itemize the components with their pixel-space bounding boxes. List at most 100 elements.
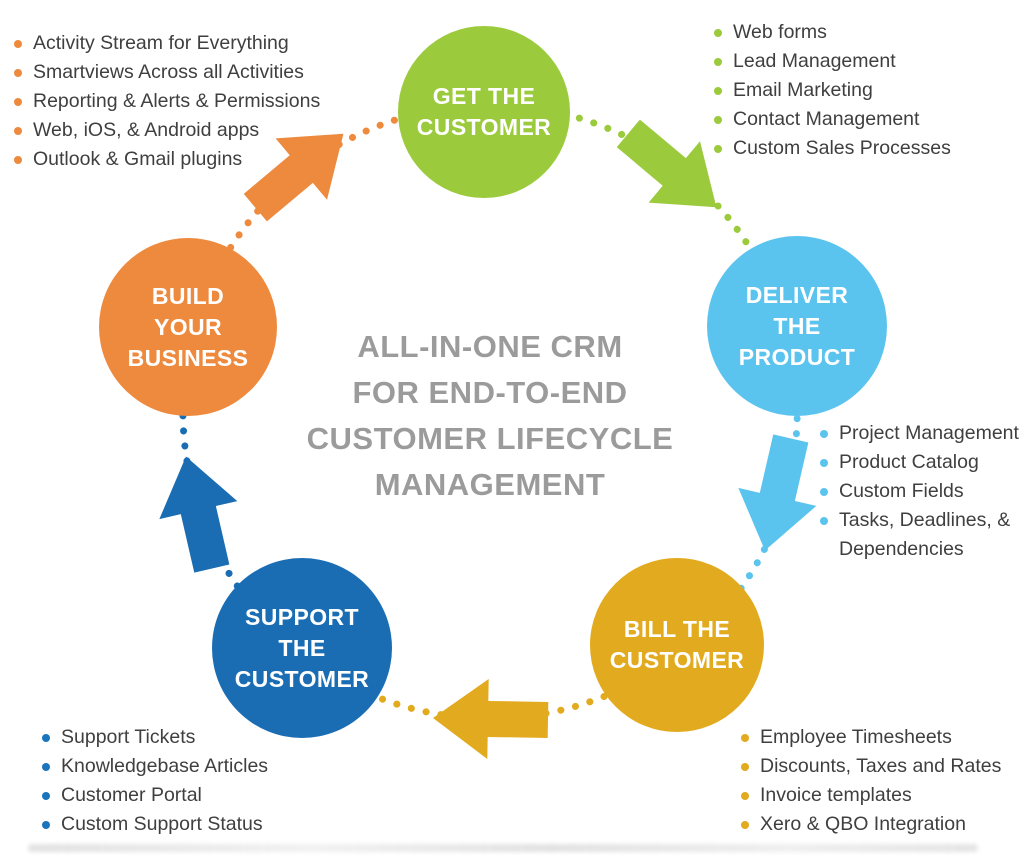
get-the-customer-feature-list: Web forms Lead Management Email Marketin… (714, 18, 1014, 163)
deliver-the-product-feature-list: Project Management Product Catalog Custo… (820, 419, 1020, 564)
title-line: MANAGEMENT (374, 467, 606, 502)
stage-circle-support-the-customer: SUPPORT THE CUSTOMER (212, 558, 392, 738)
feature-text: Activity Stream for Everything (33, 32, 289, 54)
feature-text: Custom Support Status (61, 813, 263, 835)
arrow-support-to-build-icon (159, 456, 238, 573)
list-item: Xero & QBO Integration (741, 810, 1024, 839)
stage-circle-bill-the-customer: BILL THE CUSTOMER (590, 558, 764, 732)
list-item: Project Management (820, 419, 1020, 448)
bullet-icon (42, 734, 50, 742)
stage-label-line: YOUR (153, 313, 223, 340)
feature-text: Reporting & Alerts & Permissions (33, 90, 321, 112)
stage-label-line: THE (773, 312, 821, 339)
arrow-get-to-deliver-icon (616, 119, 717, 208)
feature-text: Xero & QBO Integration (760, 813, 966, 835)
feature-text: Support Tickets (61, 726, 196, 748)
feature-text: Email Marketing (733, 79, 873, 101)
arrow-deliver-to-bill-icon (738, 434, 817, 551)
bullet-icon (820, 459, 828, 467)
bill-the-customer-feature-list: Employee Timesheets Discounts, Taxes and… (741, 723, 1024, 839)
bullet-icon (820, 517, 828, 525)
list-item: Product Catalog (820, 448, 1020, 477)
bullet-icon (714, 87, 722, 95)
list-item: Custom Sales Processes (714, 134, 1014, 163)
list-item: Smartviews Across all Activities (14, 58, 349, 87)
feature-text: Project Management (839, 422, 1019, 444)
stage-label-line: BUSINESS (127, 344, 249, 371)
feature-text: Web, iOS, & Android apps (33, 119, 260, 141)
stage-label-line: CUSTOMER (416, 114, 552, 140)
list-item: Support Tickets (42, 723, 342, 752)
bullet-icon (14, 69, 22, 77)
list-item: Tasks, Deadlines, & Dependencies (820, 506, 1020, 564)
list-item: Custom Fields (820, 477, 1020, 506)
feature-text: Invoice templates (760, 784, 912, 806)
list-item: Activity Stream for Everything (14, 29, 349, 58)
bullet-icon (741, 763, 749, 771)
list-item: Discounts, Taxes and Rates (741, 752, 1024, 781)
feature-text: Web forms (733, 21, 827, 43)
bullet-icon (14, 98, 22, 106)
title-line: CUSTOMER LIFECYCLE (306, 421, 674, 456)
flow-arrows (159, 119, 817, 759)
arrow-build-to-get-icon (243, 133, 344, 222)
list-item: Outlook & Gmail plugins (14, 145, 349, 174)
list-item: Web forms (714, 18, 1014, 47)
stage-label-line: THE (278, 634, 326, 661)
bullet-icon (820, 488, 828, 496)
feature-text: Discounts, Taxes and Rates (760, 755, 1002, 777)
list-item: Customer Portal (42, 781, 342, 810)
stage-label-line: PRODUCT (738, 343, 856, 370)
list-item: Lead Management (714, 47, 1014, 76)
feature-text: Product Catalog (839, 451, 979, 473)
list-item: Email Marketing (714, 76, 1014, 105)
title-line: FOR END-TO-END (352, 375, 628, 410)
feature-text: Contact Management (733, 108, 920, 130)
bullet-icon (714, 145, 722, 153)
cropped-bottom-artifact (28, 844, 978, 852)
feature-text: Custom Fields (839, 480, 964, 502)
bullet-icon (820, 430, 828, 438)
bullet-icon (14, 127, 22, 135)
stage-label-line: BILL THE (623, 616, 731, 642)
list-item: Contact Management (714, 105, 1014, 134)
bullet-icon (42, 792, 50, 800)
feature-text: Tasks, Deadlines, & Dependencies (839, 509, 1011, 560)
stage-circle-deliver-the-product: DELIVER THE PRODUCT (707, 236, 887, 416)
bullet-icon (14, 156, 22, 164)
list-item: Custom Support Status (42, 810, 342, 839)
build-your-business-feature-list: Activity Stream for Everything Smartview… (14, 29, 349, 174)
stage-label-line: BUILD (151, 282, 225, 309)
list-item: Web, iOS, & Android apps (14, 116, 349, 145)
diagram-title: ALL-IN-ONE CRM FOR END-TO-END CUSTOMER L… (240, 324, 740, 508)
bullet-icon (741, 821, 749, 829)
feature-text: Lead Management (733, 50, 896, 72)
bullet-icon (714, 116, 722, 124)
stage-circle-get-the-customer: GET THE CUSTOMER (398, 26, 570, 198)
feature-text: Outlook & Gmail plugins (33, 148, 243, 170)
support-the-customer-feature-list: Support Tickets Knowledgebase Articles C… (42, 723, 342, 839)
stage-label-line: GET THE (432, 83, 536, 109)
bullet-icon (741, 734, 749, 742)
feature-text: Custom Sales Processes (733, 137, 951, 159)
stage-circle-build-your-business: BUILD YOUR BUSINESS (99, 238, 277, 416)
feature-text: Knowledgebase Articles (61, 755, 269, 777)
feature-text: Customer Portal (61, 784, 202, 806)
stage-label-line: CUSTOMER (234, 665, 370, 692)
stage-label-line: DELIVER (745, 281, 849, 308)
arrow-bill-to-support-icon (433, 678, 549, 759)
stage-label-line: SUPPORT (245, 603, 359, 630)
bullet-icon (14, 40, 22, 48)
list-item: Employee Timesheets (741, 723, 1024, 752)
list-item: Invoice templates (741, 781, 1024, 810)
stage-label-line: CUSTOMER (609, 647, 745, 673)
bullet-icon (42, 821, 50, 829)
title-line: ALL-IN-ONE CRM (357, 329, 623, 364)
list-item: Knowledgebase Articles (42, 752, 342, 781)
bullet-icon (714, 58, 722, 66)
feature-text: Employee Timesheets (760, 726, 952, 748)
list-item: Reporting & Alerts & Permissions (14, 87, 349, 116)
bullet-icon (714, 29, 722, 37)
bullet-icon (42, 763, 50, 771)
